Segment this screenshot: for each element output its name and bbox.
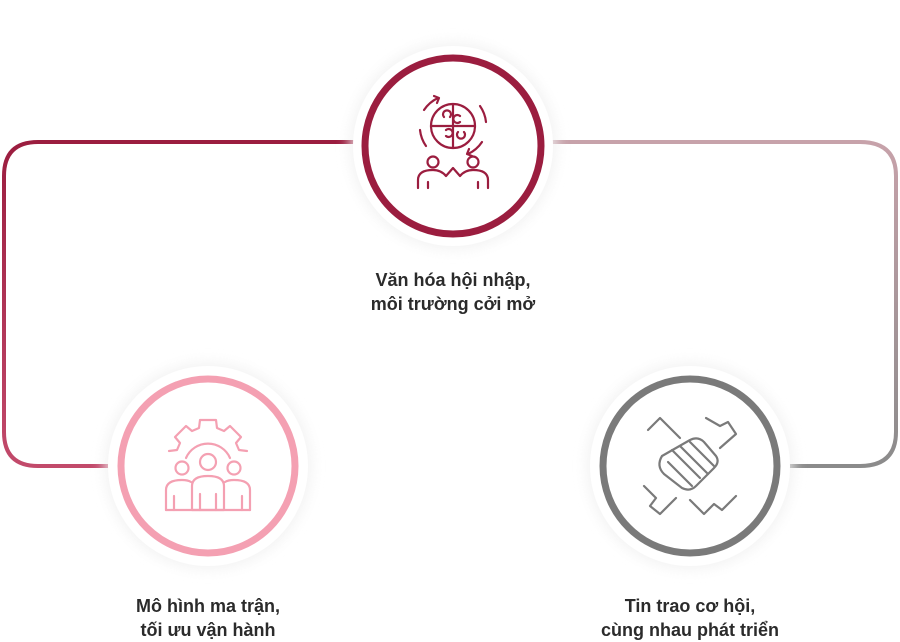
node-top-line2: môi trường cởi mở (370, 294, 536, 314)
node-right (586, 362, 794, 570)
gear-team-icon (164, 418, 252, 512)
connector-frame (2, 140, 898, 468)
node-right-ring (599, 375, 781, 557)
node-left-label: Mô hình ma trận, tối ưu vận hành (58, 594, 358, 642)
node-left-line1: Mô hình ma trận, (136, 596, 280, 616)
connector-top-right (540, 140, 898, 468)
node-right-label: Tin trao cơ hội, cùng nhau phát triển (540, 594, 840, 642)
node-left-ring (117, 375, 299, 557)
puzzle-people-icon (416, 94, 490, 190)
node-left-line2: tối ưu vận hành (140, 620, 276, 640)
stacked-hands-icon (642, 416, 738, 516)
connector-top-left (2, 140, 370, 468)
node-top-label: Văn hóa hội nhập, môi trường cởi mở (303, 268, 603, 316)
node-top-line1: Văn hóa hội nhập, (375, 270, 531, 290)
node-left (104, 362, 312, 570)
node-top (349, 42, 557, 250)
node-right-line2: cùng nhau phát triển (601, 620, 779, 640)
node-right-line1: Tin trao cơ hội, (624, 596, 756, 616)
